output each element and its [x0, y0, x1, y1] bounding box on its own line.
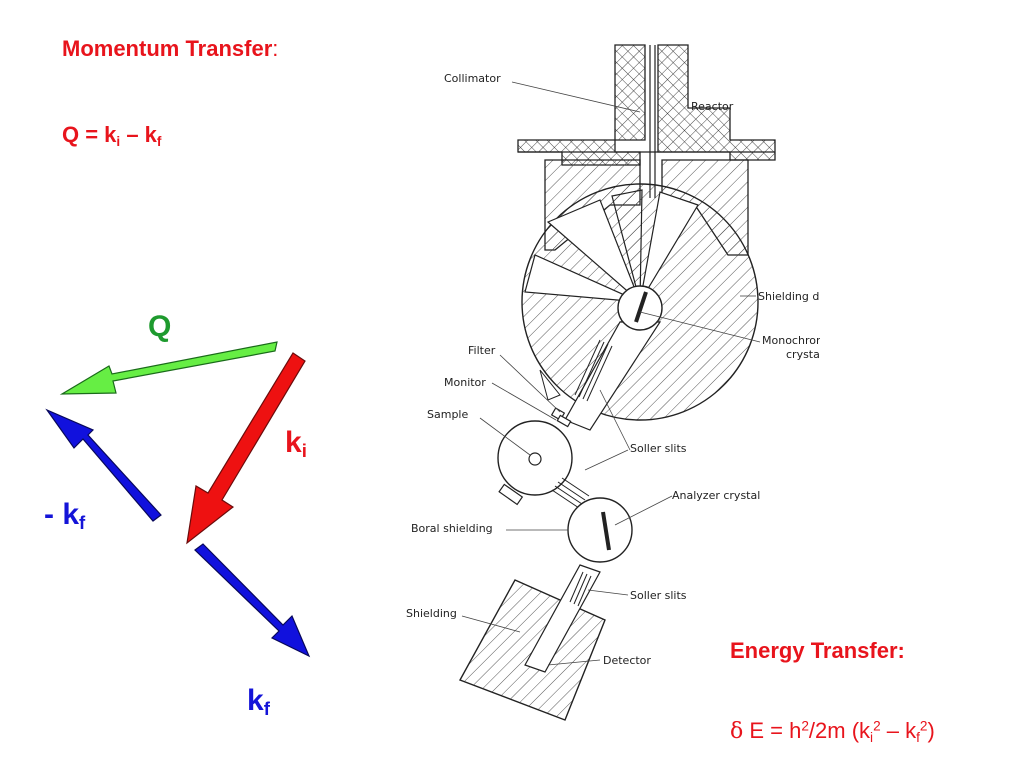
energy-eq-d: ): [927, 718, 935, 743]
energy-sup-b: 2: [873, 718, 881, 734]
minus-kf-label: - kf: [44, 498, 86, 534]
ki-base: k: [285, 426, 302, 459]
minus-kf-arrow: [45, 408, 162, 522]
analyzer: [567, 497, 633, 563]
label-shielding-drum: Shielding drum: [758, 290, 820, 303]
label-soller-slits-2: Soller slits: [630, 589, 687, 602]
q-label: Q: [148, 310, 172, 343]
momentum-equation: Q = ki – kf: [62, 122, 162, 149]
energy-sub-i: i: [870, 729, 874, 745]
q-arrow: [59, 341, 278, 395]
momentum-title-colon: :: [272, 36, 279, 61]
minus-kf-base: - k: [44, 498, 80, 531]
label-monitor: Monitor: [444, 376, 486, 389]
energy-sup-c: 2: [919, 718, 928, 734]
momentum-transfer-title: Momentum Transfer:: [62, 38, 278, 60]
eq-mid: – k: [120, 122, 157, 147]
energy-sub-f: f: [916, 729, 920, 745]
spectrometer-schematic: Collimator Reactor Shielding drum Monoch…: [406, 44, 820, 721]
momentum-title-text: Momentum Transfer: [62, 36, 273, 61]
ki-arrow: [186, 352, 306, 545]
label-analyzer-crystal: Analyzer crystal: [672, 489, 760, 502]
label-detector: Detector: [603, 654, 651, 667]
detector-shield: [458, 564, 606, 721]
label-soller-slits-1: Soller slits: [630, 442, 687, 455]
label-sample: Sample: [427, 408, 468, 421]
kf-base: k: [247, 684, 264, 717]
energy-eq-c: – k: [880, 718, 917, 743]
energy-sup-a: 2: [801, 718, 809, 734]
eq-sub-i: i: [116, 133, 121, 149]
label-collimator: Collimator: [444, 72, 501, 85]
energy-transfer-title: Energy Transfer:: [730, 638, 905, 663]
soller-slits-mid: [551, 477, 590, 509]
reactor-shield: [517, 44, 776, 198]
ki-label: ki: [285, 426, 307, 462]
shielding-drum: [521, 183, 759, 431]
label-shielding: Shielding: [406, 607, 457, 620]
eq-prefix: Q = k: [62, 122, 117, 147]
energy-equation: δ E = h2/2m (ki2 – kf2): [730, 718, 935, 745]
label-boral-shielding: Boral shielding: [411, 522, 493, 535]
minus-kf-sub: f: [79, 512, 86, 534]
leader-lines: [461, 81, 761, 666]
delta-symbol: δ: [730, 719, 744, 744]
vector-diagram: [45, 341, 311, 658]
eq-sub-f: f: [156, 133, 162, 149]
energy-eq-b: /2m (k: [808, 718, 871, 743]
label-monochromator-1: Monochromator: [762, 334, 820, 347]
monitor-part: [556, 414, 572, 428]
kf-arrow: [194, 543, 311, 658]
sample-table: [497, 420, 573, 506]
kf-sub: f: [263, 698, 270, 720]
label-monochromator-2: crystal: [786, 348, 820, 361]
kf-label: kf: [247, 684, 270, 720]
label-filter: Filter: [468, 344, 496, 357]
label-reactor: Reactor: [691, 100, 734, 113]
ki-sub: i: [301, 440, 307, 462]
energy-eq-a: E = h: [743, 718, 802, 743]
